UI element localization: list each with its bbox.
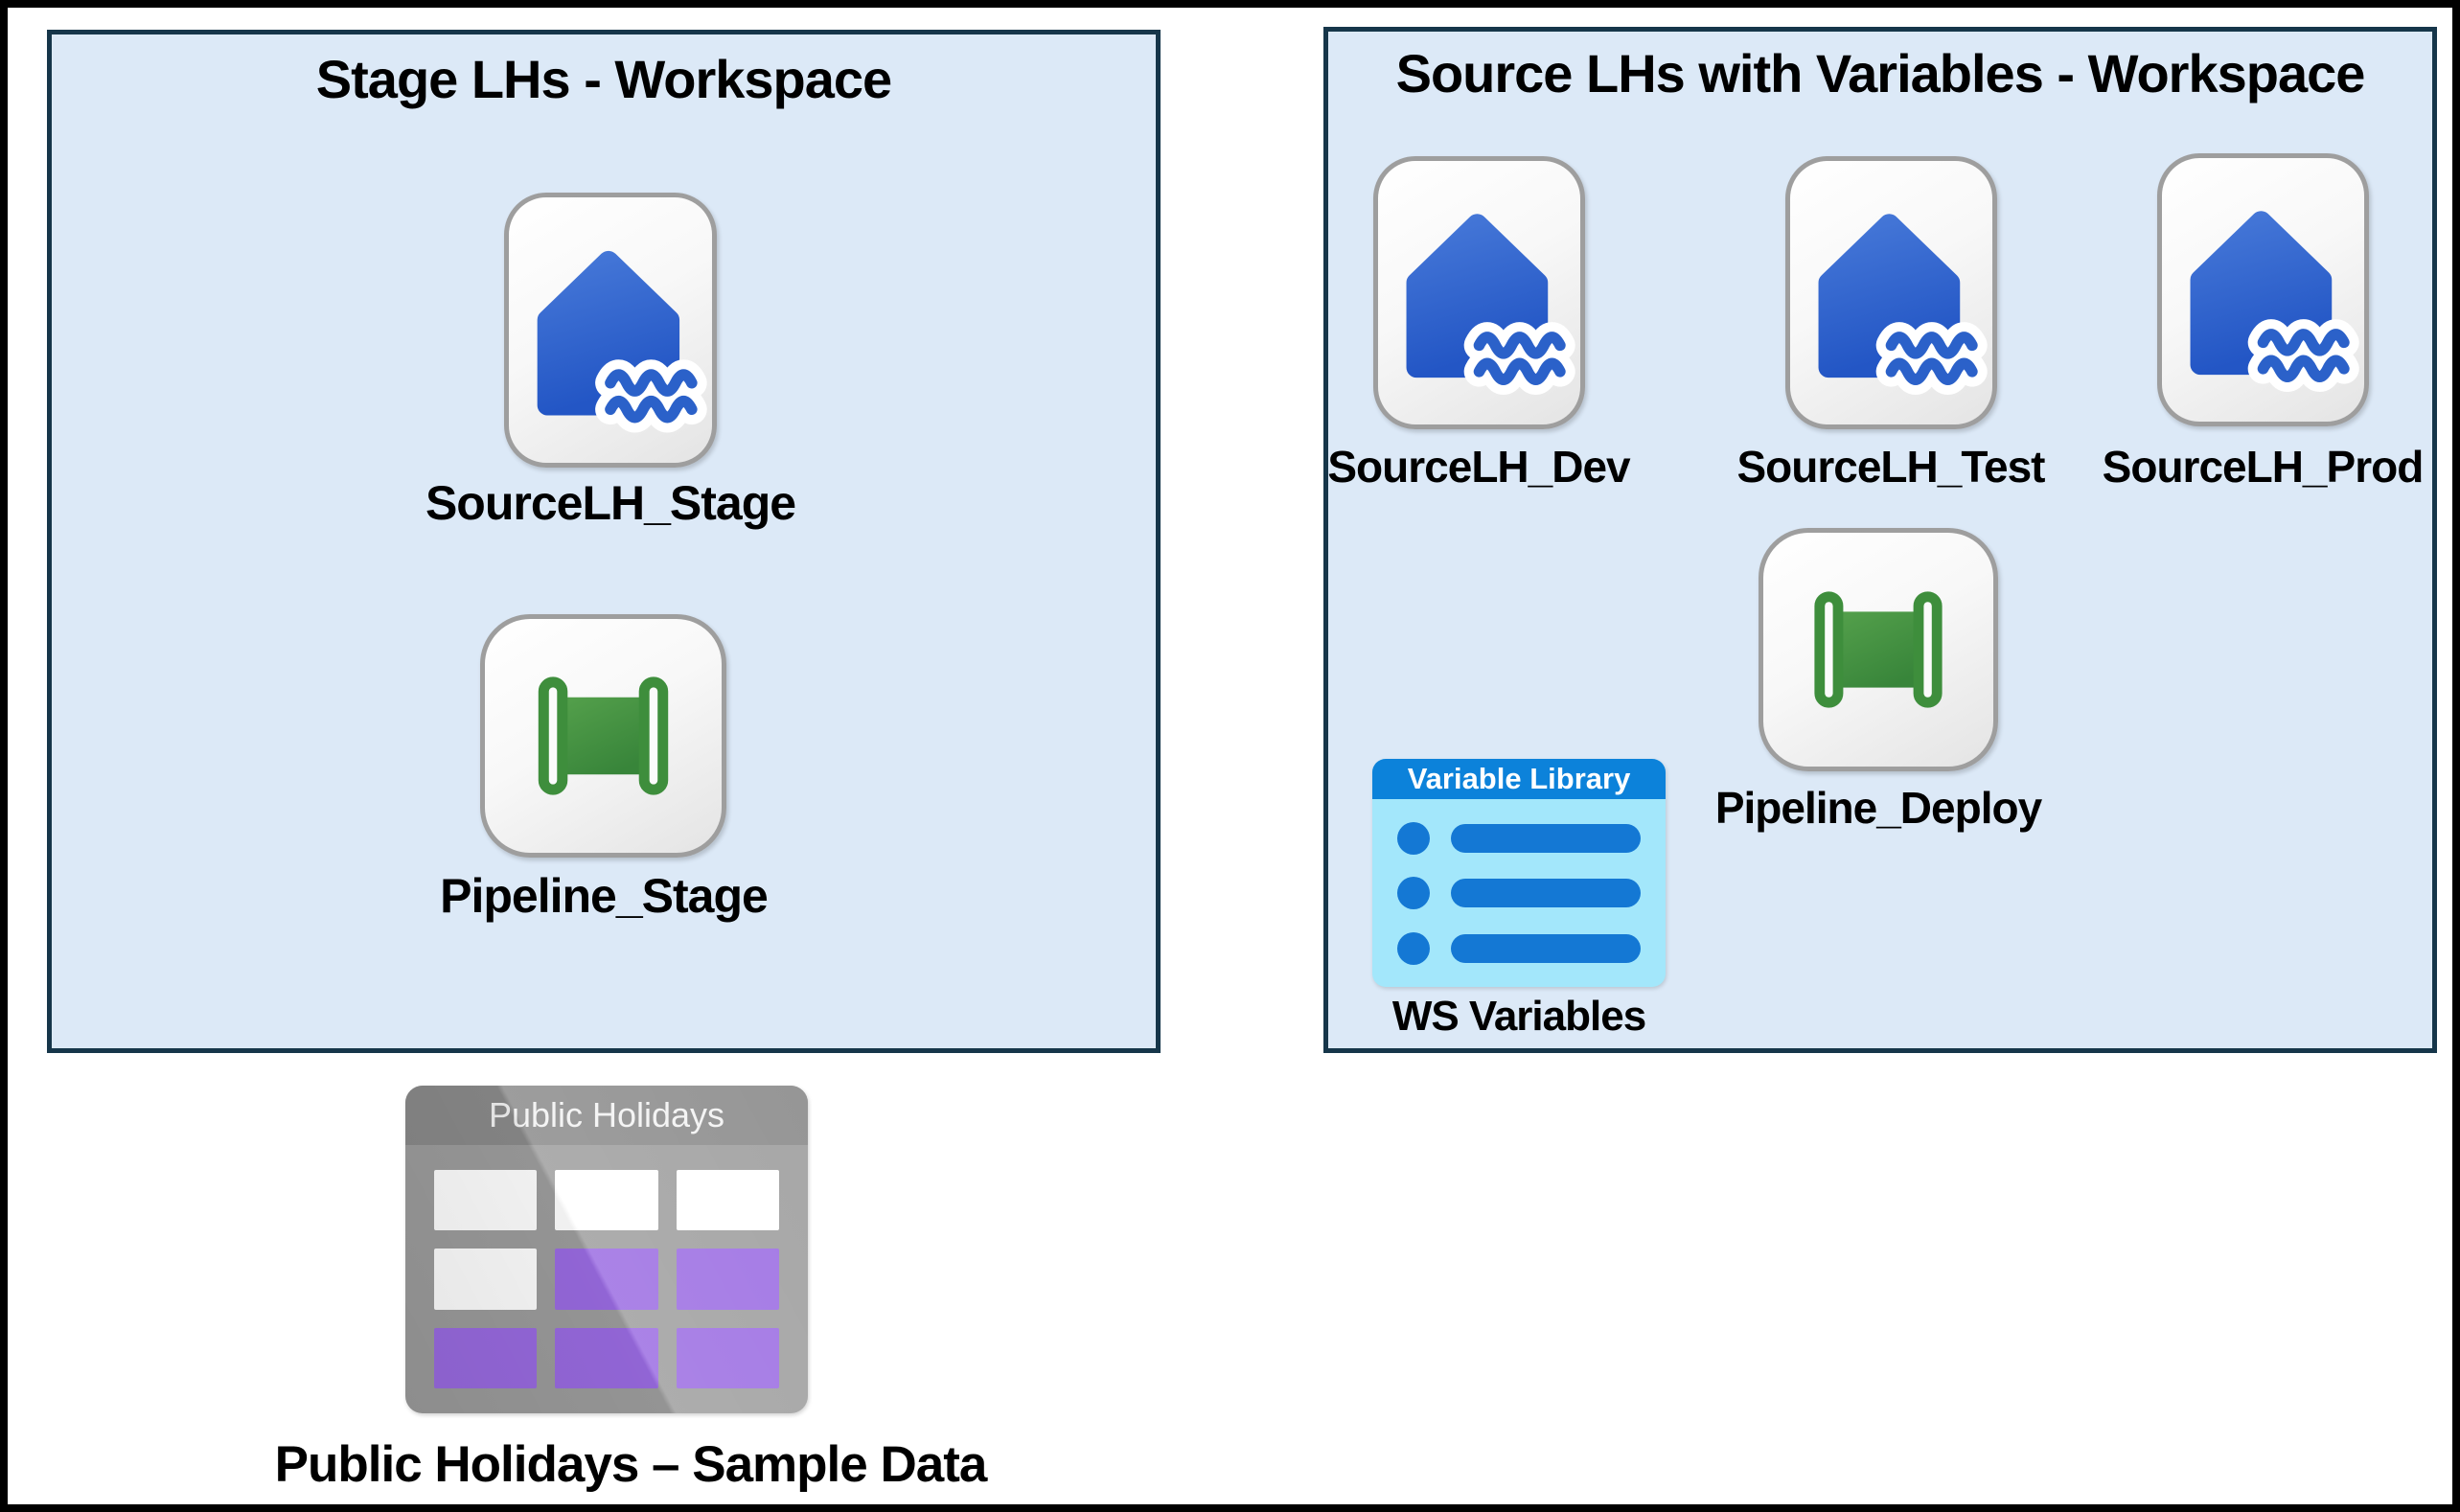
- workspace-title: Source LHs with Variables - Workspace: [1395, 43, 2366, 103]
- table-cell: [676, 1170, 779, 1231]
- item-label: SourceLH_Test: [1736, 442, 2045, 492]
- pipeline-tile: [480, 614, 726, 858]
- item-label: SourceLH_Dev: [1327, 442, 1630, 492]
- lakehouse-tile: [2157, 153, 2369, 426]
- table-cell: [434, 1170, 538, 1231]
- variable-bar: [1451, 879, 1641, 907]
- variable-library-rows: [1372, 799, 1666, 987]
- variable-bar: [1451, 933, 1641, 963]
- table-cell: [434, 1249, 538, 1310]
- table-cell: [555, 1327, 658, 1388]
- item-label: SourceLH_Stage: [425, 476, 796, 530]
- lakehouse-icon: [1378, 161, 1580, 424]
- table-cell: [676, 1327, 779, 1388]
- variable-row: [1397, 877, 1641, 909]
- table-icon-grid: [405, 1145, 808, 1413]
- table-cell: [555, 1170, 658, 1231]
- pipeline-icon: [1763, 533, 1993, 767]
- pipeline-tile: [1759, 528, 1998, 771]
- lakehouse-icon: [1790, 161, 1992, 424]
- table-icon-header: Public Holidays: [405, 1086, 808, 1145]
- bullet-icon: [1397, 877, 1430, 909]
- bullet-icon: [1397, 821, 1430, 855]
- bullet-icon: [1397, 931, 1430, 965]
- item-label: Public Holidays – Sample Data: [274, 1436, 988, 1493]
- item-label: SourceLH_Prod: [2102, 442, 2425, 492]
- table-cell: [555, 1249, 658, 1310]
- sample-data-table-icon: Public Holidays: [405, 1086, 808, 1413]
- variable-library-header: Variable Library: [1372, 759, 1666, 799]
- variable-row: [1397, 931, 1641, 965]
- item-label: Pipeline_Stage: [440, 869, 769, 923]
- table-cell: [676, 1249, 779, 1310]
- lakehouse-tile: [1785, 156, 1997, 429]
- item-label: WS Variables: [1391, 993, 1646, 1040]
- table-cell: [434, 1327, 538, 1388]
- variable-library-icon: Variable Library: [1372, 759, 1666, 987]
- pipeline-icon: [485, 619, 722, 853]
- lakehouse-icon: [509, 197, 712, 463]
- lakehouse-icon: [2162, 158, 2364, 422]
- lakehouse-tile: [1373, 156, 1585, 429]
- lakehouse-tile: [504, 193, 717, 468]
- item-label: Pipeline_Deploy: [1714, 783, 2042, 833]
- workspace-title: Stage LHs - Workspace: [315, 49, 892, 109]
- variable-bar: [1451, 823, 1641, 853]
- variable-row: [1397, 821, 1641, 855]
